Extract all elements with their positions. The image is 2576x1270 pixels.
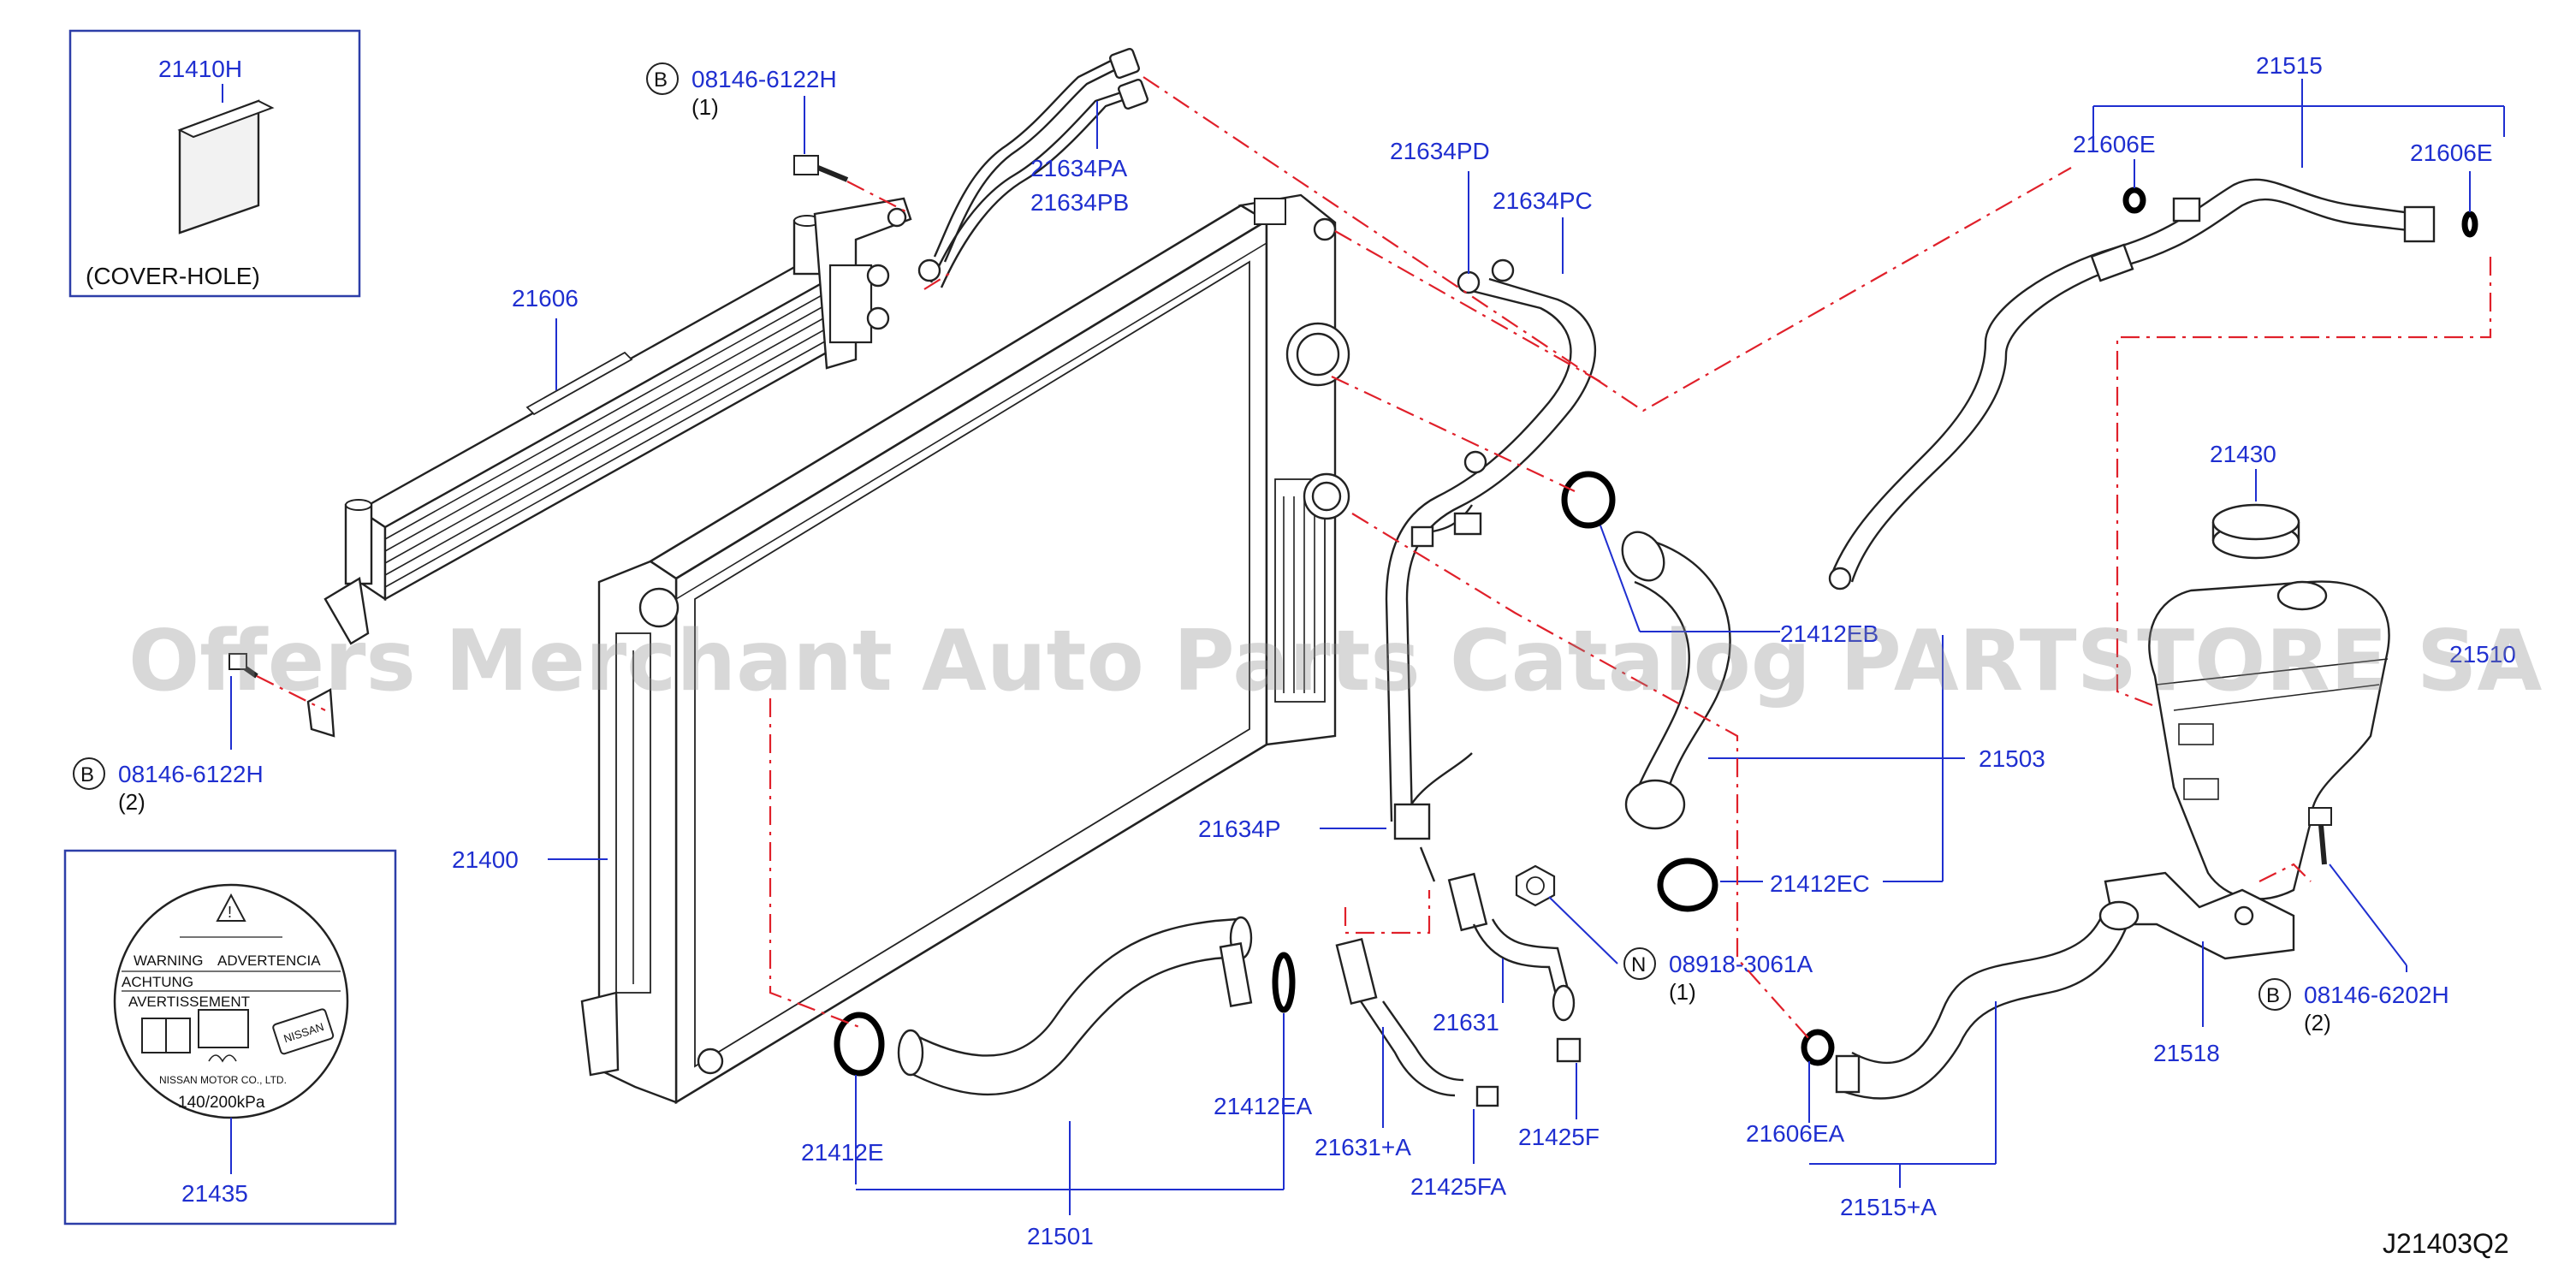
diagram-code: J21403Q2 [2383, 1228, 2509, 1259]
cap-achtung: ACHTUNG [122, 974, 193, 990]
cap-pressure: 140/200kPa [178, 1094, 265, 1112]
label-21518[interactable]: 21518 [2153, 1040, 2220, 1066]
label-21412E[interactable]: 21412E [801, 1139, 884, 1166]
inset-cover-hole: 21410H (COVER-HOLE) [68, 29, 361, 298]
label-21400[interactable]: 21400 [452, 846, 519, 873]
label-cover-hole: (COVER-HOLE) [86, 263, 260, 289]
cap-advertencia: ADVERTENCIA [217, 952, 321, 969]
label-21515A[interactable]: 21515+A [1840, 1194, 1937, 1220]
label-bolt-left[interactable]: 08146-6122H [118, 761, 264, 787]
label-21634P[interactable]: 21634P [1198, 816, 1281, 842]
oil-cooler-21606 [306, 197, 912, 738]
label-21435[interactable]: 21435 [181, 1180, 248, 1207]
bolt-right-code: B [2266, 984, 2280, 1007]
small-hose-21631A [1335, 937, 1499, 1107]
label-21515[interactable]: 21515 [2256, 52, 2323, 79]
cap-warning: WARNING [134, 952, 204, 969]
bolt-left-qty: (2) [118, 789, 145, 815]
label-21412EB[interactable]: 21412EB [1780, 620, 1879, 647]
nut-qty: (1) [1669, 979, 1696, 1005]
label-21510[interactable]: 21510 [2449, 641, 2516, 668]
label-21430[interactable]: 21430 [2210, 441, 2276, 467]
label-21425FA[interactable]: 21425FA [1410, 1173, 1506, 1200]
bolt-right-qty: (2) [2304, 1010, 2331, 1036]
label-21634PB[interactable]: 21634PB [1030, 189, 1129, 216]
o-ring-21412EB [1561, 471, 1616, 529]
bolt-right: B 08146-6202H (2) [2258, 807, 2449, 1036]
pipe-21634P [1385, 258, 1597, 882]
label-nut[interactable]: 08918-3061A [1669, 951, 1813, 977]
radiator-21400 [580, 193, 1350, 1105]
reservoir-hose-21515 [1828, 178, 2436, 590]
label-21410H[interactable]: 21410H [158, 56, 242, 82]
hose-21515A [1835, 900, 2140, 1100]
label-21634PA[interactable]: 21634PA [1030, 155, 1127, 181]
bolt-left: B 08146-6122H (2) [73, 653, 264, 815]
label-21501[interactable]: 21501 [1027, 1223, 1094, 1249]
o-ring-21412EA [1272, 952, 1296, 1013]
label-21606[interactable]: 21606 [512, 285, 579, 312]
label-21631A[interactable]: 21631+A [1315, 1134, 1411, 1160]
cap-maker: NISSAN MOTOR CO., LTD. [159, 1074, 287, 1086]
label-21503[interactable]: 21503 [1979, 745, 2045, 772]
nut-08918: N 08918-3061A (1) [1515, 864, 1813, 1005]
label-21412EC[interactable]: 21412EC [1770, 870, 1870, 897]
cap-avertissement: AVERTISSEMENT [128, 994, 250, 1010]
label-21425F[interactable]: 21425F [1518, 1124, 1600, 1150]
label-bolt-top[interactable]: 08146-6122H [691, 66, 837, 92]
bolt-top-code: B [654, 68, 668, 92]
reservoir-cap-21430 [2211, 503, 2300, 560]
o-ring-21606E-right [2461, 211, 2478, 238]
o-ring-21412EC [1657, 858, 1718, 912]
label-21631[interactable]: 21631 [1433, 1009, 1499, 1036]
watermark: Offers Merchant Auto Parts Catalog PARTS… [128, 613, 2542, 710]
label-21412EA[interactable]: 21412EA [1214, 1093, 1313, 1119]
bolt-top-qty: (1) [691, 94, 719, 120]
label-21606E-left[interactable]: 21606E [2073, 131, 2156, 157]
connection-lines [256, 76, 2492, 1040]
inset-cap-label: ! WARNING ADVERTENCIA ACHTUNG AVERTISSEM… [63, 849, 397, 1225]
lower-hose-21501 [897, 916, 1253, 1096]
small-hose-21631 [1447, 872, 1582, 1063]
label-bolt-right[interactable]: 08146-6202H [2304, 982, 2449, 1008]
bolt-left-code: B [80, 763, 94, 786]
bolt-top: B 08146-6122H (1) [646, 62, 849, 182]
svg-text:!: ! [228, 904, 232, 921]
nut-code: N [1631, 953, 1646, 976]
label-21606EA[interactable]: 21606EA [1746, 1120, 1845, 1147]
upper-hose-21503 [1621, 531, 1731, 830]
bracket-21518 [2104, 871, 2295, 960]
label-21634PC[interactable]: 21634PC [1493, 187, 1593, 214]
o-ring-21606E-left [2122, 187, 2146, 214]
cooler-pipes-21634PA-PB [917, 47, 1149, 288]
o-ring-21606EA [1801, 1029, 1835, 1066]
o-ring-21412E [834, 1012, 885, 1077]
label-21634PD[interactable]: 21634PD [1390, 138, 1490, 164]
label-21606E-right[interactable]: 21606E [2410, 139, 2493, 166]
